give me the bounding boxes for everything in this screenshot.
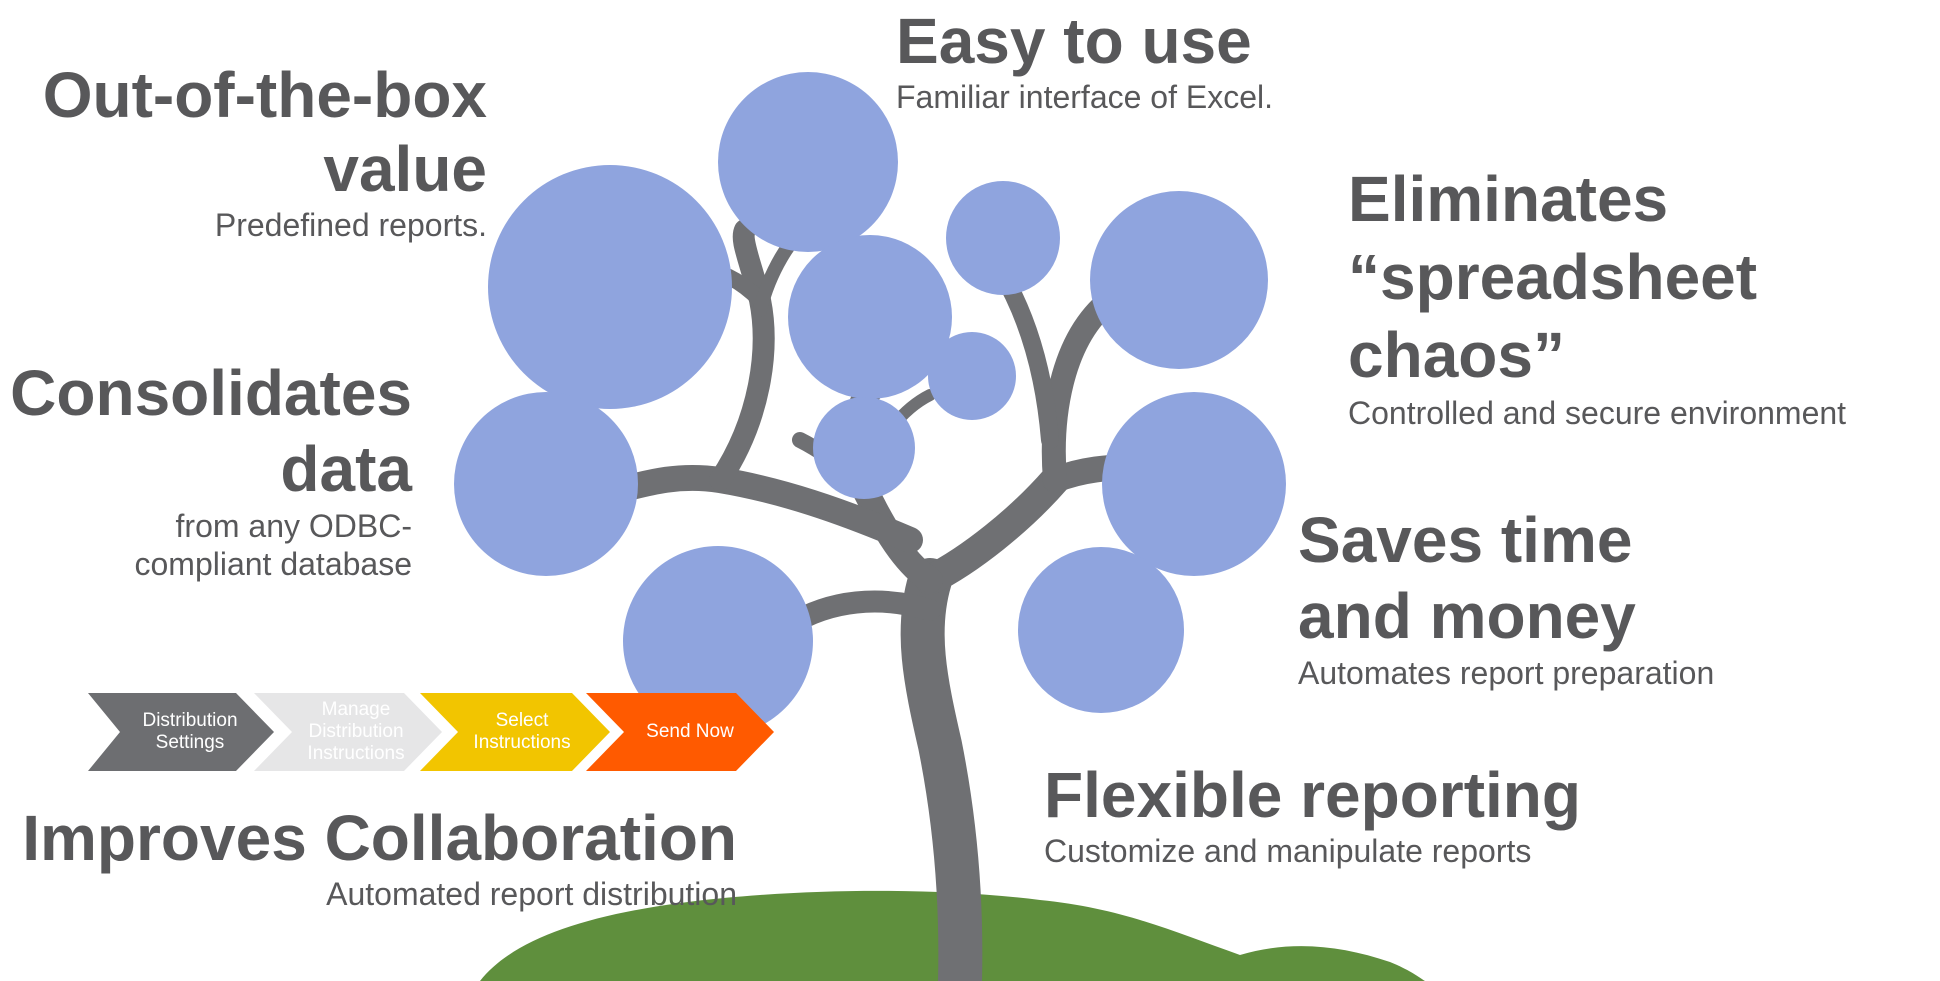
feature-title: Saves time and money [1298, 504, 1636, 652]
feature-eliminates-chaos: Eliminates “spreadsheet chaos” Controlle… [1348, 160, 1933, 432]
bubble-3 [946, 181, 1060, 295]
bubble-6 [928, 332, 1016, 420]
bubble-2 [488, 165, 732, 409]
process-step-label-4: Send Now [646, 721, 734, 742]
bubble-10 [623, 546, 813, 736]
feature-subtitle: Familiar interface of Excel. [896, 79, 1274, 115]
feature-title: Consolidates data [10, 357, 412, 505]
feature-flexible-reporting: Flexible reporting Customize and manipul… [1044, 758, 1724, 870]
process-step-label-3: Select Instructions [473, 710, 571, 753]
feature-title: Easy to use [896, 5, 1252, 77]
bubble-11 [1018, 547, 1184, 713]
bubble-1 [718, 72, 898, 252]
feature-title: Improves Collaboration [22, 802, 737, 874]
process-step-label-2: Manage Distribution Instructions [307, 699, 405, 764]
process-step-label-1: Distribution Settings [142, 710, 238, 753]
feature-title: Out-of-the-box value [42, 59, 487, 205]
feature-subtitle: Controlled and secure environment [1348, 395, 1847, 431]
bubble-9 [1102, 392, 1286, 576]
feature-out-of-the-box: Out-of-the-box value Predefined reports. [0, 58, 487, 244]
feature-title: Eliminates “spreadsheet chaos” [1348, 163, 1758, 391]
bubble-4 [1090, 191, 1268, 369]
feature-improves-collaboration: Improves Collaboration Automated report … [0, 801, 737, 913]
feature-subtitle: Automated report distribution [326, 876, 737, 912]
feature-subtitle: Predefined reports. [214, 207, 487, 243]
bubble-5 [788, 235, 952, 399]
bubble-group [454, 72, 1286, 736]
bubble-7 [454, 392, 638, 576]
feature-consolidates-data: Consolidates data from any ODBC- complia… [0, 355, 412, 583]
feature-subtitle: Customize and manipulate reports [1044, 833, 1532, 869]
feature-subtitle: Automates report preparation [1298, 655, 1715, 691]
feature-easy-to-use: Easy to use Familiar interface of Excel. [896, 4, 1496, 116]
bubble-8 [813, 397, 915, 499]
feature-title: Flexible reporting [1044, 759, 1581, 831]
feature-subtitle: from any ODBC- compliant database [134, 508, 412, 582]
feature-saves-time: Saves time and money Automates report pr… [1298, 502, 1898, 692]
